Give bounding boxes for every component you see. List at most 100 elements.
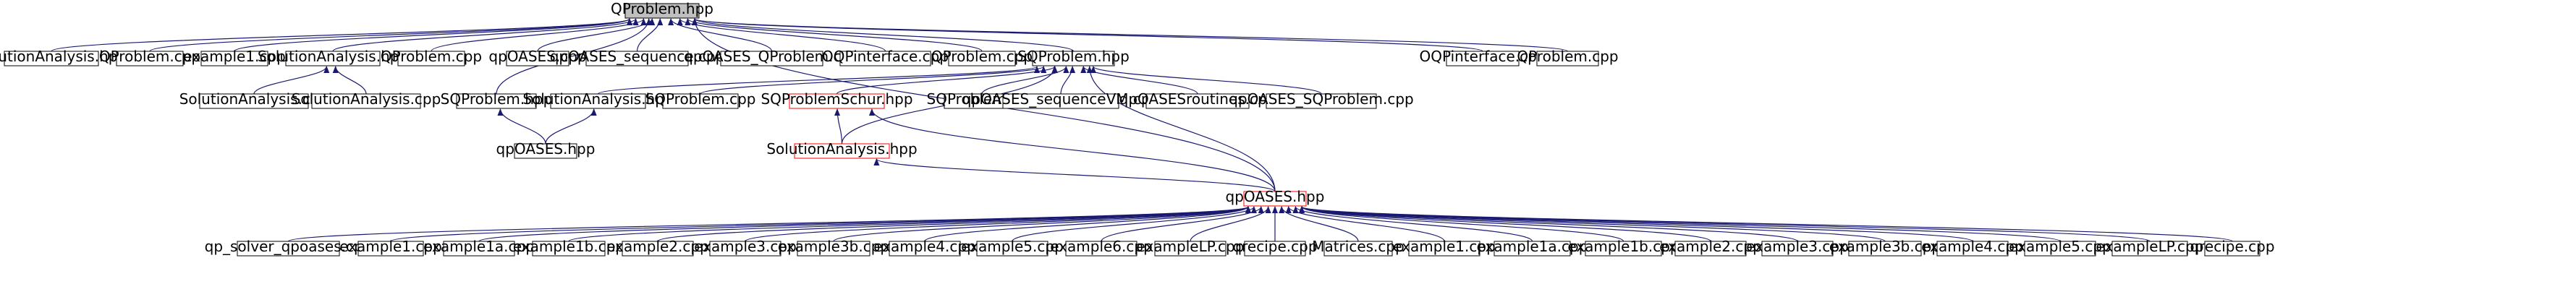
node-c-example4-cpp[interactable]: example4.cpp bbox=[1921, 238, 2024, 257]
node-box bbox=[1536, 51, 1599, 66]
node-box bbox=[2111, 241, 2188, 257]
node-solutionanalysis-cpp-1[interactable]: SolutionAnalysis.cpp bbox=[179, 90, 329, 109]
node-c-example5-cpp[interactable]: example5.cpp bbox=[2009, 238, 2111, 257]
node-label: qpOASES_sequence.cpp bbox=[550, 48, 725, 65]
node-label: example5.cpp bbox=[2009, 238, 2111, 255]
node-solutionanalysis-hpp-4[interactable]: SolutionAnalysis.hpp bbox=[766, 140, 918, 159]
node-box bbox=[622, 241, 694, 257]
node-qp-solver-qpoases-cpp[interactable]: qp_solver_qpoases.cpp bbox=[205, 238, 373, 257]
node-qpoases-sequence-cpp[interactable]: qpOASES_sequence.cpp bbox=[550, 48, 725, 66]
node-solutionanalysis-hpp-2[interactable]: SolutionAnalysis.hpp bbox=[258, 48, 408, 66]
node-b-example6-cpp[interactable]: example6.cpp bbox=[1050, 238, 1153, 257]
node-oqpinterface-cpp-1[interactable]: OQPinterface.cpp bbox=[822, 48, 949, 66]
node-b-example2-cpp[interactable]: example2.cpp bbox=[606, 238, 709, 257]
node-box bbox=[2024, 241, 2096, 257]
node-label: example1b.cpp bbox=[513, 238, 624, 255]
node-box bbox=[1002, 93, 1119, 109]
node-sqproblemschur-hpp[interactable]: SQProblemSchur.hpp bbox=[760, 90, 913, 109]
node-b-matrices-cpp[interactable]: Matrices.cpp bbox=[1312, 238, 1404, 257]
node-oqpinterface-cpp-2[interactable]: OQPinterface.cpp bbox=[1419, 48, 1546, 66]
node-b-example1a-cpp[interactable]: example1a.cpp bbox=[423, 238, 535, 257]
node-qpoases-hpp-1[interactable]: qpOASES.hpp bbox=[496, 140, 596, 159]
node-c-example2-cpp[interactable]: example2.cpp bbox=[1659, 238, 1762, 257]
node-box bbox=[311, 93, 421, 109]
node-qpoases-cpp[interactable]: qpOASES.cpp bbox=[488, 48, 587, 66]
node-b-qrecipe-cpp-1[interactable]: qrecipe.cpp bbox=[1232, 238, 1318, 257]
node-label: example4.cpp bbox=[873, 238, 976, 255]
node-label: example5.cpp bbox=[961, 238, 1064, 255]
node-sqproblem-hpp-1[interactable]: SQProblem.hpp bbox=[1017, 48, 1130, 66]
edge-qpoases_hpp_2-to-sqproblem_hpp_1 bbox=[1086, 66, 1276, 192]
node-box bbox=[514, 143, 577, 159]
edge-solutionanalysis_hpp_4-to-sqproblemschur_hpp bbox=[834, 108, 843, 145]
node-box bbox=[116, 51, 184, 66]
node-box bbox=[237, 241, 340, 257]
node-qproblem-cpp-2[interactable]: QProblem.cpp bbox=[381, 48, 482, 66]
node-b-example4-cpp[interactable]: example4.cpp bbox=[873, 238, 976, 257]
node-label: SQProblem.hpp bbox=[441, 90, 553, 108]
node-label: qpOASES.hpp bbox=[496, 140, 596, 158]
node-sqproblem-hpp-2[interactable]: SQProblem.hpp bbox=[441, 90, 553, 109]
edge-sqproblem_hpp_1-to-qproblem_hpp_root bbox=[692, 18, 1075, 52]
node-qpoases-sqproblem-cpp[interactable]: qpOASES_SQProblem.cpp bbox=[1229, 90, 1414, 109]
node-c-example1a-cpp[interactable]: example1a.cpp bbox=[1477, 238, 1588, 257]
node-qproblem-cpp-1[interactable]: QProblem.cpp bbox=[99, 48, 200, 66]
node-c-example1b-cpp[interactable]: example1b.cpp bbox=[1567, 238, 1679, 257]
node-qpoasesroutines-cpp[interactable]: qpOASESroutines.cpp bbox=[1119, 90, 1276, 109]
node-example1-cpp-1[interactable]: example1.cpp bbox=[183, 48, 286, 66]
edge-b_matrices_cpp-to-qpoases_hpp_2 bbox=[1279, 206, 1359, 242]
node-box bbox=[506, 51, 569, 66]
node-qproblem-cpp-3[interactable]: QProblem.cpp bbox=[931, 48, 1033, 66]
node-label: SQProblemSchur.hpp bbox=[760, 90, 912, 108]
node-qpoases-hpp-2[interactable]: qpOASES.hpp bbox=[1226, 188, 1325, 207]
node-qpoases-qproblem-cpp[interactable]: qpOASES_QProblem.cpp bbox=[684, 48, 860, 66]
node-c-qrecipe-cpp-2[interactable]: qrecipe.cpp bbox=[2190, 238, 2275, 257]
node-b-example1b-cpp[interactable]: example1b.cpp bbox=[513, 238, 624, 257]
node-box bbox=[1585, 241, 1662, 257]
node-c-example3-cpp[interactable]: example3.cpp bbox=[1746, 238, 1849, 257]
edge-c_qrecipe_cpp_2-to-qpoases_hpp_2 bbox=[1299, 206, 2233, 242]
node-solutionanalysis-cpp-2[interactable]: SolutionAnalysis.cpp bbox=[292, 90, 441, 109]
node-qpoases-sequencevm-cpp[interactable]: qpOASES_sequenceVM.cpp bbox=[962, 90, 1160, 109]
node-sqproblem-cpp-1[interactable]: SQProblem.cpp bbox=[645, 90, 756, 109]
node-solutionanalysis-hpp-1[interactable]: SolutionAnalysis.hpp bbox=[0, 48, 127, 66]
node-label: example1a.cpp bbox=[1477, 238, 1588, 255]
node-label: SolutionAnalysis.cpp bbox=[179, 90, 329, 108]
node-c-example3b-cpp[interactable]: example3b.cpp bbox=[1829, 238, 1941, 257]
node-c-example1-cpp[interactable]: example1.cpp bbox=[1393, 238, 1496, 257]
node-b-example3-cpp[interactable]: example3.cpp bbox=[694, 238, 797, 257]
node-b-example3b-cpp[interactable]: example3b.cpp bbox=[778, 238, 889, 257]
edge-qpoases_hpp_2-to-solutionanalysis_hpp_4 bbox=[873, 158, 1276, 192]
node-solutionanalysis-hpp-3[interactable]: SolutionAnalysis.hpp bbox=[522, 90, 674, 109]
node-label: SolutionAnalysis.hpp bbox=[0, 48, 127, 65]
node-box bbox=[1848, 241, 1922, 257]
node-box bbox=[550, 93, 646, 109]
node-label: example1b.cpp bbox=[1567, 238, 1679, 255]
node-label: OQPinterface.cpp bbox=[822, 48, 949, 65]
edge-sqproblem_cpp_2-to-sqproblem_hpp_1 bbox=[981, 66, 1069, 95]
node-box bbox=[397, 51, 465, 66]
node-qproblem-hpp-root[interactable]: QProblem.hpp bbox=[611, 0, 713, 19]
node-b-example1-cpp[interactable]: example1.cpp bbox=[339, 238, 442, 257]
node-b-example5-cpp[interactable]: example5.cpp bbox=[961, 238, 1064, 257]
node-label: example3.cpp bbox=[694, 238, 797, 255]
node-box bbox=[794, 143, 890, 159]
edge-qpoases_qproblem_cpp-to-qproblem_hpp_root bbox=[668, 18, 773, 52]
node-box bbox=[1674, 241, 1747, 257]
node-label: OQPinterface.cpp bbox=[1419, 48, 1546, 65]
edge-qproblem_cpp_2-to-qproblem_hpp_root bbox=[431, 18, 647, 52]
edge-b_example4_cpp-to-qpoases_hpp_2 bbox=[924, 206, 1251, 242]
node-qproblem-cpp-4[interactable]: QProblem.cpp bbox=[1517, 48, 1619, 66]
node-label: qpOASES.hpp bbox=[1226, 188, 1325, 205]
edge-qproblem_cpp_4-to-qproblem_hpp_root bbox=[692, 18, 1569, 52]
edge-b_example2_cpp-to-qpoases_hpp_2 bbox=[657, 206, 1251, 242]
node-c-exampleLP-cpp[interactable]: exampleLP.cpp bbox=[2096, 238, 2204, 257]
node-box bbox=[199, 93, 309, 109]
edge-solutionanalysis_hpp_1-to-qproblem_hpp_root bbox=[51, 18, 632, 52]
node-box bbox=[4, 51, 99, 66]
node-box bbox=[1244, 241, 1306, 257]
node-b-exampleLP-cpp[interactable]: exampleLP.cpp bbox=[1137, 238, 1245, 257]
node-box bbox=[443, 241, 515, 257]
edge-b_example1b_cpp-to-qpoases_hpp_2 bbox=[568, 206, 1251, 242]
